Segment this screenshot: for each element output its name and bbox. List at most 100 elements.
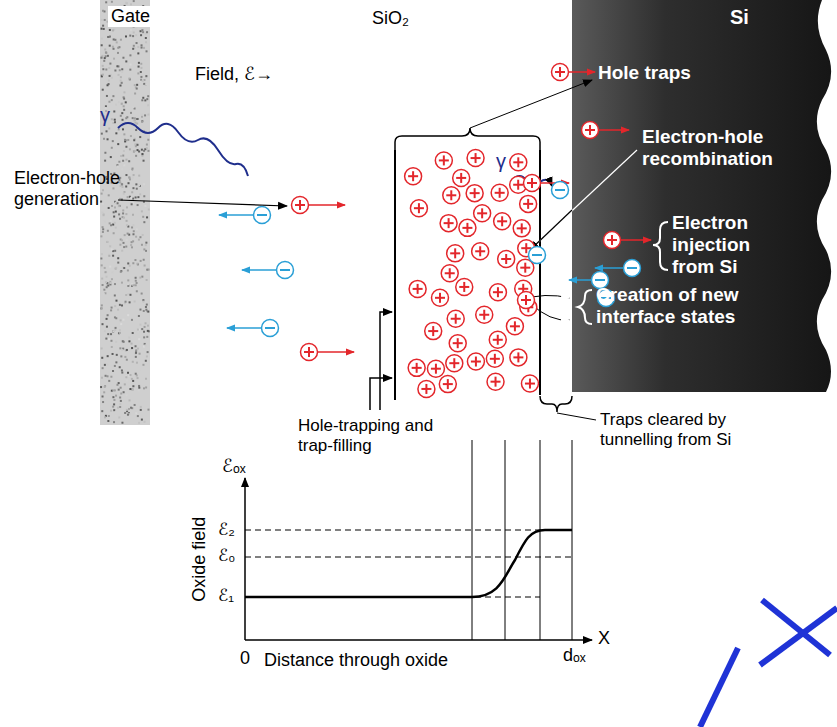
texture-dot xyxy=(101,56,103,58)
texture-dot xyxy=(137,377,139,379)
texture-dot xyxy=(127,262,129,264)
texture-dot xyxy=(105,281,107,283)
texture-dot xyxy=(110,376,112,378)
texture-dot xyxy=(111,1,113,3)
texture-dot xyxy=(129,294,131,296)
texture-dot xyxy=(109,266,111,268)
leader-line xyxy=(380,312,392,410)
texture-dot xyxy=(140,76,142,78)
texture-dot xyxy=(112,255,114,257)
texture-dot xyxy=(132,48,134,50)
hole xyxy=(604,232,652,249)
texture-dot xyxy=(141,121,143,123)
plus-sign xyxy=(517,352,519,362)
texture-dot xyxy=(101,253,103,255)
texture-dot xyxy=(140,371,142,373)
texture-dot xyxy=(103,28,105,30)
plus-sign xyxy=(527,199,529,209)
texture-dot xyxy=(144,326,146,328)
texture-dot xyxy=(138,387,140,389)
texture-dot xyxy=(121,372,123,374)
texture-dot xyxy=(115,361,117,363)
texture-dot xyxy=(134,301,136,303)
texture-dot xyxy=(134,84,136,86)
texture-dot xyxy=(123,133,125,135)
plus-sign xyxy=(524,263,526,273)
texture-dot xyxy=(102,25,104,27)
electron-arrow xyxy=(227,327,261,329)
trap-boundary xyxy=(394,150,396,400)
plus-sign xyxy=(435,364,437,374)
texture-dot xyxy=(147,311,149,313)
hole xyxy=(472,243,489,260)
texture-dot xyxy=(126,394,128,396)
texture-dot xyxy=(112,396,114,398)
texture-dot xyxy=(137,52,139,54)
texture-dot xyxy=(123,242,125,244)
texture-dot xyxy=(124,412,126,414)
texture-dot xyxy=(139,309,141,311)
plus-sign xyxy=(531,178,533,188)
texture-dot xyxy=(108,83,110,85)
texture-dot xyxy=(114,70,116,72)
texture-dot xyxy=(100,57,102,59)
texture-dot xyxy=(145,386,147,388)
texture-dot xyxy=(115,317,117,319)
texture-dot xyxy=(108,67,110,69)
texture-dot xyxy=(104,57,106,59)
electron xyxy=(227,320,279,337)
texture-dot xyxy=(114,119,116,121)
texture-dot xyxy=(105,69,107,71)
texture-dot xyxy=(127,269,129,271)
texture-dot xyxy=(123,91,125,93)
texture-dot xyxy=(101,307,103,309)
texture-dot xyxy=(127,314,129,316)
texture-dot xyxy=(136,362,138,364)
texture-dot xyxy=(114,410,116,412)
texture-dot xyxy=(125,159,127,161)
texture-dot xyxy=(147,325,149,327)
texture-dot xyxy=(125,2,127,4)
texture-dot xyxy=(107,314,109,316)
texture-dot xyxy=(111,307,113,309)
texture-dot xyxy=(132,168,134,170)
texture-dot xyxy=(135,34,137,36)
texture-dot xyxy=(138,62,140,64)
hole-circle xyxy=(494,213,511,230)
texture-dot xyxy=(122,340,124,342)
texture-dot xyxy=(107,285,109,287)
texture-dot xyxy=(114,206,116,208)
plus-sign xyxy=(517,180,519,190)
plus-sign xyxy=(494,354,496,364)
texture-dot xyxy=(102,189,104,191)
texture-dot xyxy=(146,147,148,149)
texture-dot xyxy=(144,265,146,267)
texture-dot xyxy=(129,148,131,150)
texture-dot xyxy=(141,44,143,46)
label: dₒₓ xyxy=(563,645,586,666)
texture-dot xyxy=(141,419,143,421)
hole xyxy=(489,331,506,348)
texture-dot xyxy=(143,47,145,49)
texture-dot xyxy=(100,266,102,268)
texture-dot xyxy=(133,139,135,141)
plus-sign xyxy=(475,153,477,163)
texture-dot xyxy=(146,31,148,33)
texture-dot xyxy=(109,245,111,247)
hole-circle xyxy=(435,152,452,169)
plus-sign xyxy=(299,200,301,210)
texture-dot xyxy=(111,99,113,101)
label: Creation of new interface states xyxy=(596,284,786,328)
hole xyxy=(552,64,596,81)
texture-dot xyxy=(111,118,113,120)
hole-circle xyxy=(418,380,435,397)
texture-dot xyxy=(122,57,124,59)
texture-dot xyxy=(113,48,115,50)
plus-sign xyxy=(501,216,503,226)
plus-sign xyxy=(525,243,527,253)
texture-dot xyxy=(136,118,138,120)
texture-dot xyxy=(108,338,110,340)
texture-dot xyxy=(102,284,104,286)
texture-dot xyxy=(137,329,139,331)
texture-dot xyxy=(115,267,117,269)
